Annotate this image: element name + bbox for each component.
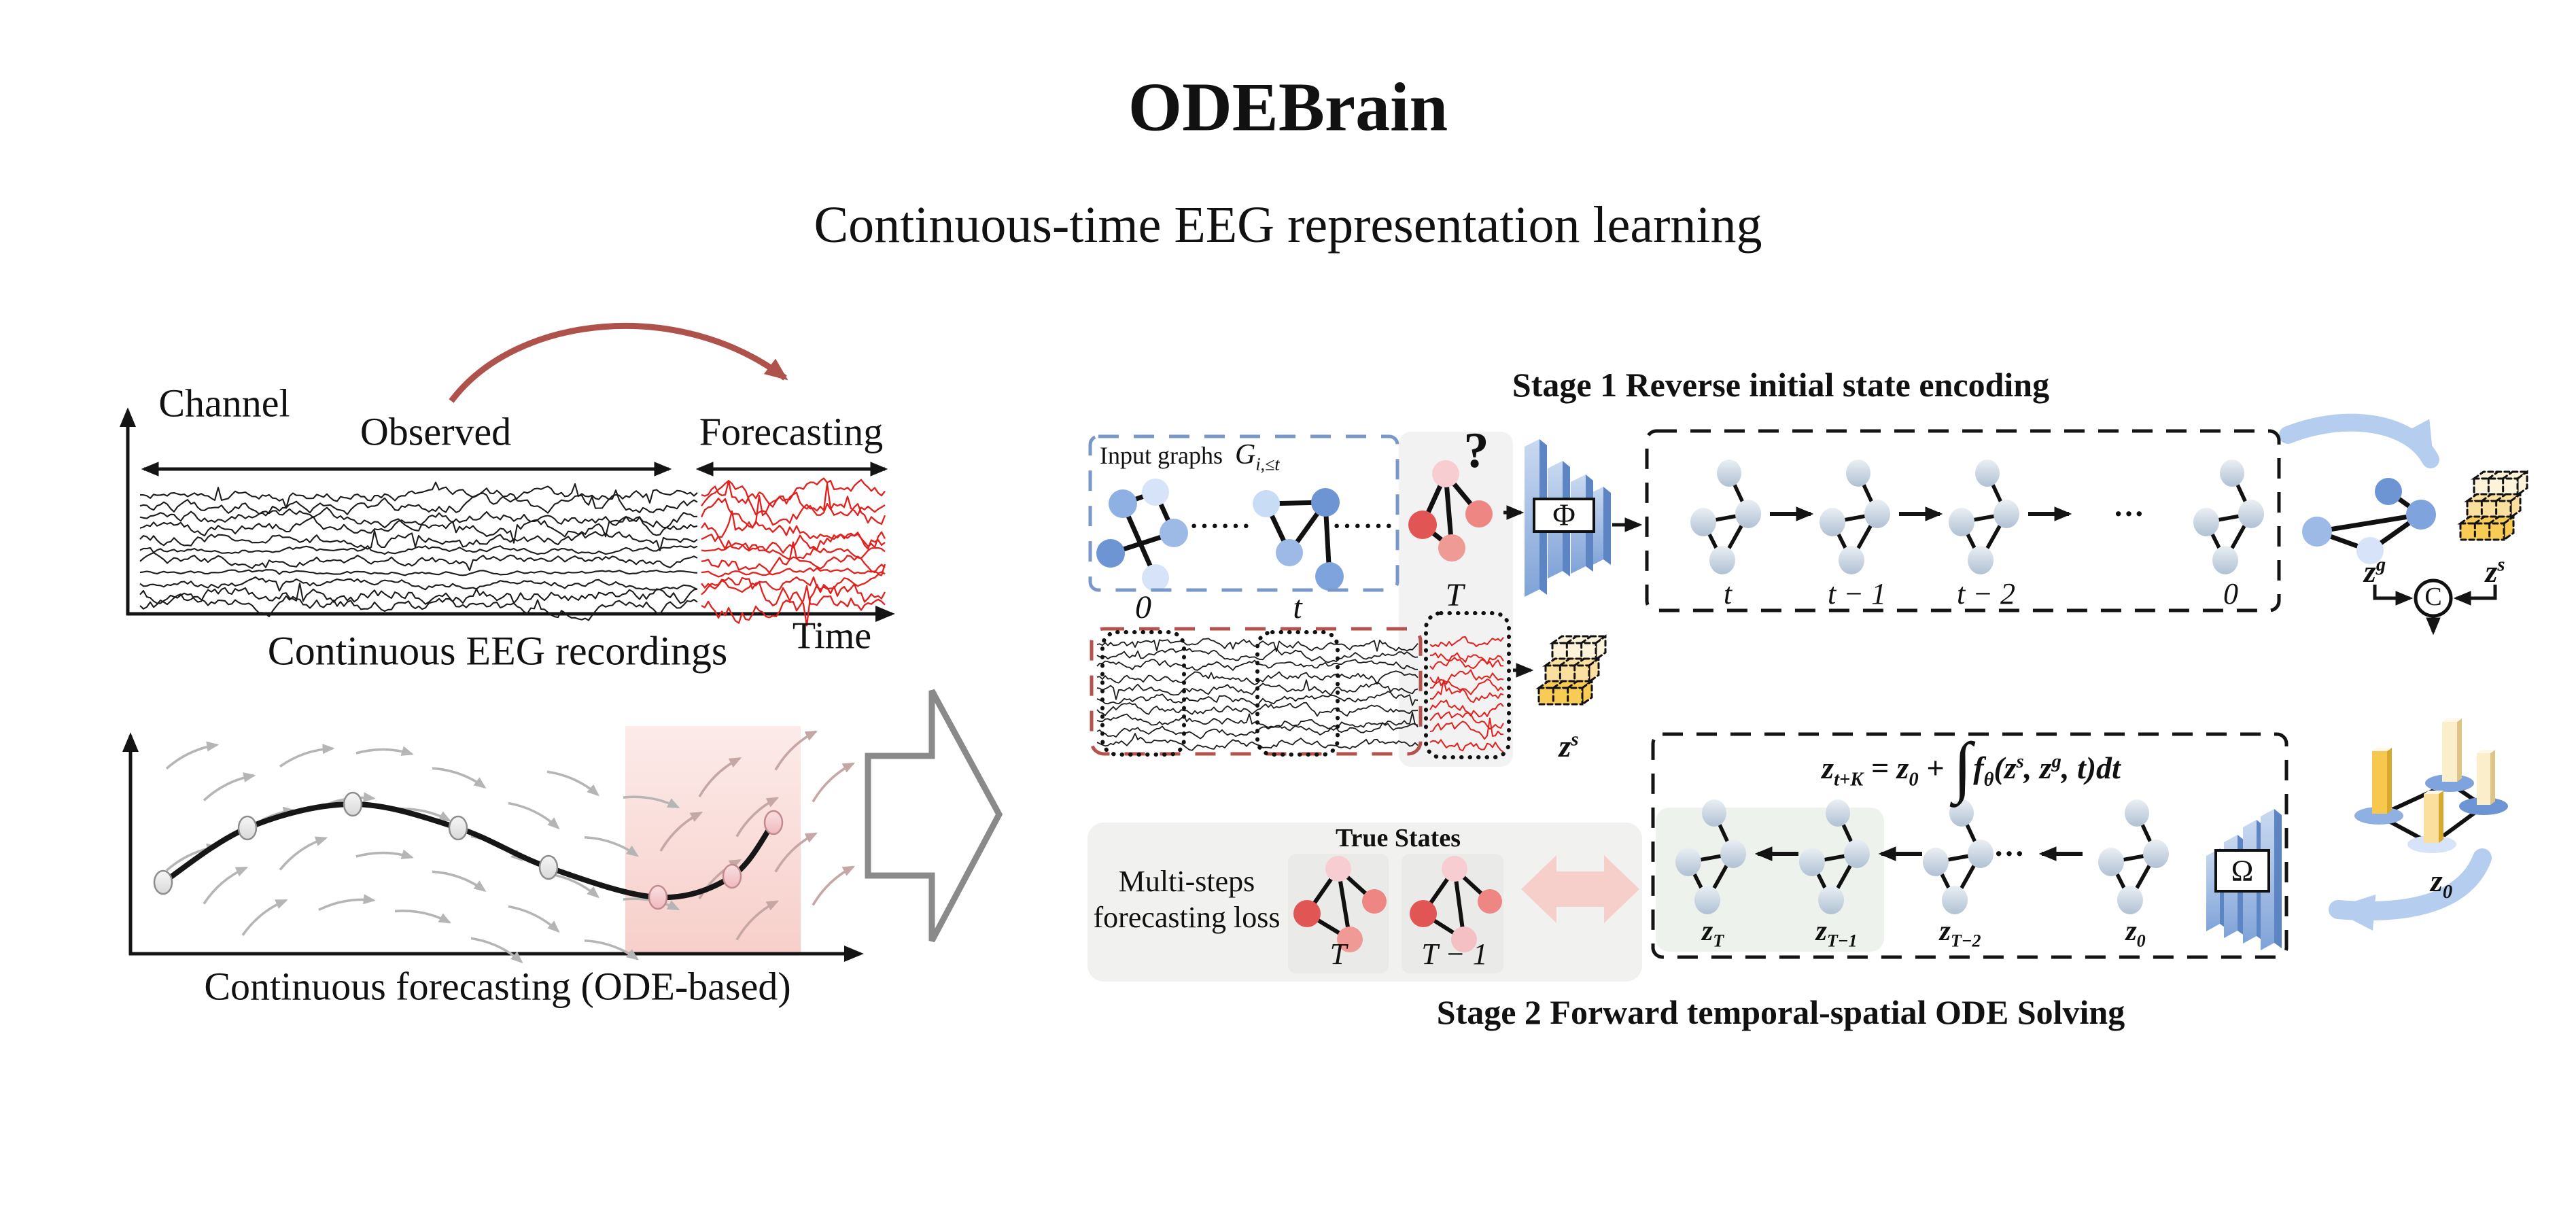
background-panels bbox=[625, 432, 1884, 982]
time-axis-label: Time bbox=[792, 615, 872, 657]
phi-encoder-symbol: Φ bbox=[1552, 497, 1576, 532]
zs-cubes-right bbox=[2457, 470, 2530, 542]
true-state-graphs bbox=[1293, 856, 1502, 952]
input-time-t: t bbox=[1293, 589, 1302, 625]
true-state-T-panel bbox=[1288, 854, 1389, 973]
forecast-state-dot bbox=[722, 863, 742, 889]
seq2-label-z0: z0 bbox=[2125, 916, 2146, 951]
segment-T-box bbox=[1424, 611, 1511, 759]
stage1-box bbox=[1645, 429, 2281, 612]
seq1-label-t: t bbox=[1723, 576, 1733, 610]
stage2-box bbox=[1651, 732, 2288, 959]
unknown-graph-T bbox=[1408, 460, 1493, 561]
stage2-highlight-panel bbox=[1656, 808, 1884, 952]
stage2-header: Stage 2 Forward temporal-spatial ODE Sol… bbox=[1436, 992, 2125, 1031]
input-graphs-symbol: Gi,≤t bbox=[1234, 439, 1280, 474]
omega-box bbox=[2214, 849, 2270, 893]
eeg-panel bbox=[120, 322, 895, 627]
loss-compare-arrow-icon bbox=[1521, 855, 1639, 923]
loss-label-line1: Multi-steps bbox=[1118, 864, 1255, 898]
loss-label-line2: forecasting loss bbox=[1093, 900, 1281, 934]
fusion-column bbox=[2279, 413, 2497, 931]
z0-label: z0 bbox=[2430, 863, 2453, 903]
seq1-label-t2: t − 2 bbox=[1957, 576, 2015, 610]
observed-state-dot bbox=[237, 815, 258, 841]
input-graphs-text: Input graphs bbox=[1100, 442, 1223, 470]
page-title: ODEBrain bbox=[1128, 69, 1448, 146]
input-time-T: T bbox=[1445, 576, 1464, 613]
input-time-0: 0 bbox=[1135, 589, 1151, 625]
observed-to-forecasting-arc bbox=[449, 322, 788, 403]
eeg-strip-box bbox=[1090, 627, 1423, 756]
swoosh-down-arrow-icon bbox=[2279, 413, 2439, 468]
input-ellipsis-1: ······ bbox=[1189, 511, 1253, 541]
input-graphs bbox=[1096, 479, 1344, 591]
forecast-highlight-region bbox=[625, 726, 801, 953]
input-ellipsis-2: ······ bbox=[1331, 511, 1395, 541]
channel-axis-label: Channel bbox=[158, 381, 290, 426]
zg-label: zg bbox=[2363, 554, 2386, 589]
seq1-label-0: 0 bbox=[2223, 576, 2238, 610]
true-state-T1-label: T − 1 bbox=[1421, 937, 1488, 971]
stage2-sequence bbox=[1675, 799, 2169, 914]
seq2-label-zT2: zT−2 bbox=[1939, 916, 1981, 951]
omega-decoder-symbol: Ω bbox=[2231, 854, 2254, 888]
input-graphs-box bbox=[1088, 434, 1399, 592]
seq1-label-t1: t − 1 bbox=[1828, 576, 1886, 610]
page-subtitle: Continuous-time EEG representation learn… bbox=[814, 196, 1762, 254]
observed-state-dot bbox=[538, 854, 559, 880]
ode-caption: Continuous forecasting (ODE-based) bbox=[204, 964, 791, 1009]
forecast-state-dot bbox=[648, 884, 668, 910]
question-mark: ? bbox=[1463, 423, 1489, 479]
forecasting-label: Forecasting bbox=[699, 409, 884, 454]
border-boxes bbox=[1088, 429, 2288, 959]
swoosh-left-arrow-icon bbox=[2329, 848, 2492, 931]
seq1-ellipsis: ··· bbox=[2112, 496, 2145, 531]
fused-graph-z0 bbox=[2354, 719, 2508, 853]
stage1-sequence bbox=[1690, 460, 2264, 574]
true-states-label: True States bbox=[1336, 824, 1461, 853]
input-graphs-label: Input graphs Gi,≤t bbox=[1100, 440, 1280, 474]
segment-0-box bbox=[1100, 630, 1186, 757]
observed-state-dot bbox=[153, 869, 173, 895]
zs-cubes-strip bbox=[1535, 634, 1609, 706]
eeg-caption: Continuous EEG recordings bbox=[267, 628, 728, 674]
zs-strip-label: zs bbox=[1559, 729, 1579, 764]
ode-trajectory bbox=[153, 791, 784, 910]
stage1-header: Stage 1 Reverse initial state encoding bbox=[1512, 365, 2050, 404]
block-arrow-icon bbox=[865, 689, 1003, 943]
seq2-ellipsis: ··· bbox=[1993, 835, 2025, 871]
zs-label: zs bbox=[2485, 554, 2505, 589]
true-state-T1-panel bbox=[1402, 854, 1503, 973]
observed-state-dot bbox=[448, 815, 468, 841]
observed-label: Observed bbox=[360, 409, 512, 454]
concat-symbol: C bbox=[2424, 583, 2442, 612]
forecast-state-dot bbox=[763, 810, 784, 835]
observed-state-dot bbox=[343, 791, 363, 817]
true-state-T-label: T bbox=[1329, 937, 1347, 971]
seq2-label-zT: zT bbox=[1701, 916, 1724, 951]
ode-equation: zt+K = z0 + ∫fθ(zs, zg, t)dt bbox=[1822, 729, 2121, 805]
seq2-label-zT1: zT−1 bbox=[1815, 916, 1858, 951]
segment-t-box bbox=[1255, 630, 1340, 757]
phi-box bbox=[1533, 498, 1595, 533]
ode-panel bbox=[122, 732, 864, 962]
